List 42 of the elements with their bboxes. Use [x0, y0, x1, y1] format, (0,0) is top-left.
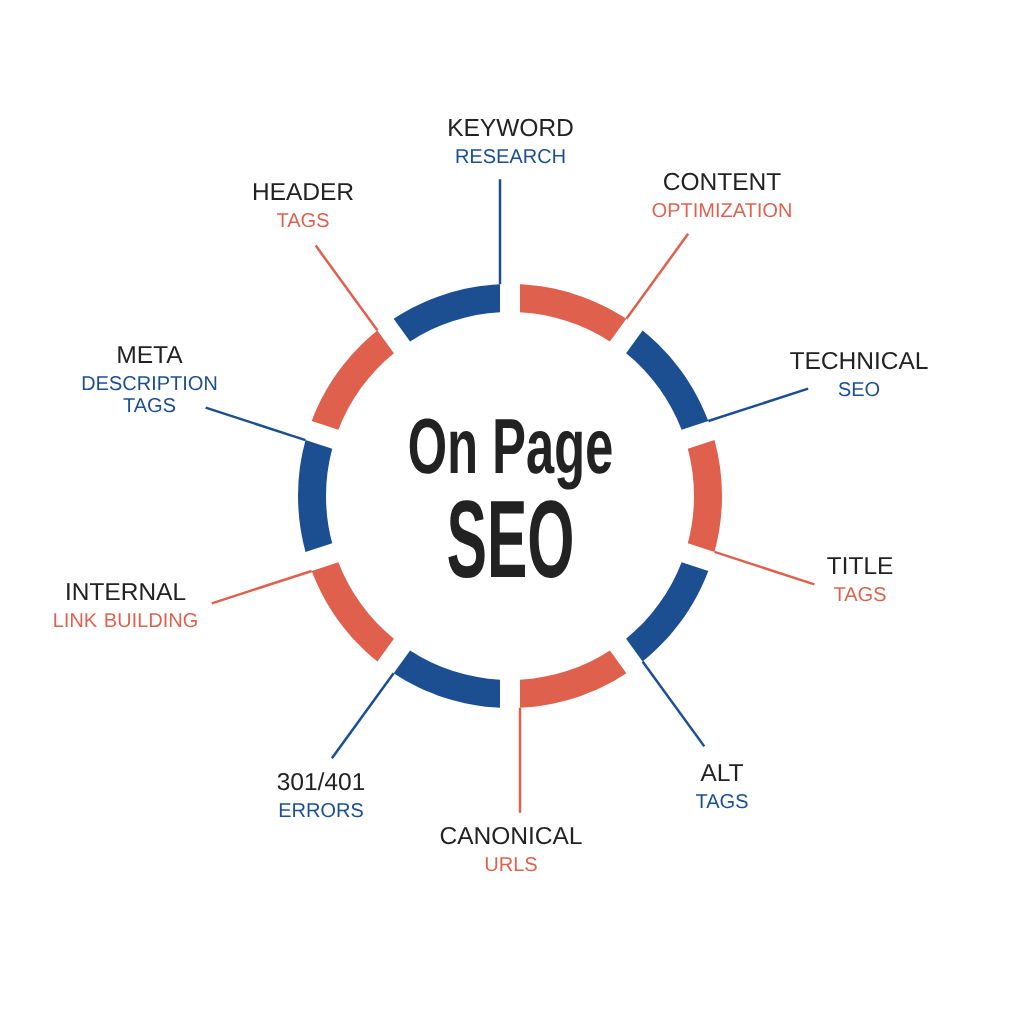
topic-heading: INTERNAL: [67, 583, 186, 600]
leader-line: [498, 179, 502, 285]
ring-segment: [311, 562, 394, 662]
topic-heading: META: [118, 346, 183, 363]
topic-subheading: TAGS: [834, 587, 886, 602]
topic-subheading: OPTIMIZATION: [652, 203, 791, 218]
topic-subheading: DESCRIPTION TAGS: [82, 376, 217, 413]
leader-line: [330, 672, 395, 759]
topic-subheading: RESEARCH: [456, 149, 565, 164]
ring-segment: [687, 440, 722, 552]
center-title: SEO: [448, 500, 572, 579]
ring-segment: [393, 284, 500, 342]
ring-segment: [626, 562, 709, 662]
topic-subheading: SEO: [838, 382, 880, 397]
ring-segment: [311, 330, 394, 430]
leader-line: [314, 244, 379, 332]
topic-heading: 301/401: [277, 772, 365, 791]
leader-line: [205, 406, 306, 442]
topic-heading: CANONICAL: [440, 826, 582, 845]
topic-heading: TITLE: [827, 557, 893, 574]
topic-heading: CONTENT: [664, 172, 781, 191]
center-title: On Page: [409, 418, 612, 490]
ring-segment: [520, 650, 627, 708]
topic-heading: TECHNICAL: [790, 351, 928, 370]
topic-heading: KEYWORD: [449, 118, 573, 137]
leader-line: [714, 550, 815, 586]
ring-segment: [298, 440, 333, 552]
leader-line: [518, 707, 522, 813]
leader-line: [211, 569, 313, 605]
ring-segment: [393, 650, 500, 708]
leader-line: [641, 660, 706, 748]
topic-subheading: URLS: [485, 857, 537, 872]
leader-line: [707, 387, 809, 423]
ring-segment: [520, 284, 627, 342]
ring-segment: [626, 330, 709, 430]
leader-line: [625, 233, 690, 320]
topic-subheading: ERRORS: [279, 803, 363, 818]
topic-subheading: TAGS: [696, 794, 748, 809]
topic-subheading: TAGS: [276, 213, 329, 228]
topic-subheading: LINK BUILDING: [54, 613, 197, 628]
topic-heading: HEADER: [253, 183, 353, 200]
topic-heading: ALT: [700, 764, 743, 781]
